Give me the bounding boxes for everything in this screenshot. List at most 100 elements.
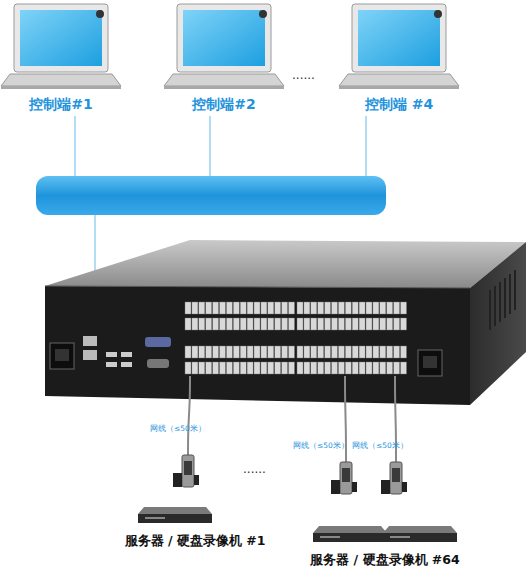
- illustration-part: [352, 482, 357, 492]
- illustration-part: [268, 302, 274, 314]
- console-label: 控制端 #4: [338, 96, 460, 114]
- illustration-part: [380, 362, 386, 374]
- illustration-part: [213, 302, 219, 314]
- illustration-part: [345, 318, 351, 330]
- illustration-part: [297, 346, 303, 358]
- illustration-part: [184, 461, 192, 475]
- illustration-part: [387, 362, 393, 374]
- illustration-part: [380, 318, 386, 330]
- illustration-part: [145, 337, 171, 347]
- illustration-part: [423, 356, 437, 368]
- illustration-part: [494, 286, 496, 326]
- illustration-part: [259, 10, 267, 18]
- illustration-part: [247, 302, 253, 314]
- illustration-part: [185, 302, 191, 314]
- illustration-part: [358, 10, 440, 66]
- illustration-part: [199, 318, 205, 330]
- illustration-part: [289, 318, 295, 330]
- illustration-part: [304, 362, 310, 374]
- cable-note: 网线（≤50米）: [150, 424, 206, 434]
- illustration-part: [373, 362, 379, 374]
- illustration-part: [282, 362, 288, 374]
- illustration-part: [509, 274, 511, 314]
- illustration-part: [332, 346, 338, 358]
- illustration-part: [359, 346, 365, 358]
- illustration-part: [173, 473, 182, 487]
- illustration-part: [318, 346, 324, 358]
- illustration-part: [247, 318, 253, 330]
- illustration-part: [338, 362, 344, 374]
- cable-note: 网线（≤50米）: [352, 441, 408, 451]
- illustration-part: [381, 480, 390, 494]
- illustration-part: [390, 536, 410, 538]
- illustration-part: [261, 318, 267, 330]
- illustration-part: [311, 362, 317, 374]
- illustration-part: [352, 302, 358, 314]
- illustration-part: [254, 346, 260, 358]
- illustration-part: [373, 318, 379, 330]
- illustration-part: [185, 346, 191, 358]
- console-label: 控制端#2: [163, 96, 285, 114]
- illustration-part: [233, 346, 239, 358]
- illustration-part: [366, 346, 372, 358]
- illustration-part: [392, 468, 400, 482]
- illustration-part: [147, 359, 169, 368]
- illustration-part: [206, 302, 212, 314]
- illustration-part: [297, 318, 303, 330]
- illustration-part: [45, 286, 470, 288]
- illustration-part: [387, 318, 393, 330]
- illustration-part: [199, 346, 205, 358]
- illustration-part: [185, 362, 191, 374]
- illustration-part: [173, 455, 199, 487]
- illustration-part: [313, 526, 387, 533]
- illustration-part: [254, 318, 260, 330]
- illustration-part: [331, 462, 357, 494]
- server-label: 服务器 / 硬盘录像机 #64: [300, 552, 470, 569]
- illustration-part: [359, 302, 365, 314]
- illustration-part: [268, 362, 274, 374]
- illustration-part: [261, 362, 267, 374]
- illustration-part: [345, 302, 351, 314]
- server-label: 服务器 / 硬盘录像机 #1: [115, 533, 275, 550]
- illustration-part: [332, 362, 338, 374]
- illustration-part: [352, 346, 358, 358]
- ellipsis: ......: [292, 68, 315, 82]
- illustration-part: [311, 318, 317, 330]
- illustration-part: [318, 302, 324, 314]
- illustration-part: [275, 318, 281, 330]
- illustration-part: [74, 116, 75, 178]
- illustration-part: [401, 346, 407, 358]
- illustration-part: [164, 86, 284, 89]
- illustration-part: [366, 362, 372, 374]
- illustration-part: [1, 74, 121, 86]
- illustration-part: [213, 318, 219, 330]
- illustration-part: [106, 362, 117, 367]
- illustration-part: [345, 346, 351, 358]
- illustration-part: [401, 318, 407, 330]
- illustration-part: [401, 302, 407, 314]
- illustration-part: [394, 362, 400, 374]
- ellipsis: ......: [243, 462, 266, 476]
- illustration-part: [318, 318, 324, 330]
- illustration-part: [192, 302, 198, 314]
- illustration-part: [226, 302, 232, 314]
- network-cables: [173, 376, 407, 494]
- illustration-part: [338, 318, 344, 330]
- illustration-part: [352, 4, 446, 72]
- illustration-part: [185, 318, 191, 330]
- illustration-part: [45, 286, 470, 405]
- illustration-part: [183, 10, 265, 66]
- illustration-part: [55, 349, 69, 361]
- cable-note: 网线（≤50米）: [293, 441, 349, 451]
- illustration-part: [275, 302, 281, 314]
- illustration-part: [240, 318, 246, 330]
- illustration-part: [338, 346, 344, 358]
- illustration-part: [325, 302, 331, 314]
- illustration-part: [339, 74, 459, 86]
- illustration-part: [383, 526, 457, 533]
- illustration-part: [289, 346, 295, 358]
- illustration-part: [240, 346, 246, 358]
- illustration-part: [331, 480, 340, 494]
- illustration-part: [313, 533, 387, 542]
